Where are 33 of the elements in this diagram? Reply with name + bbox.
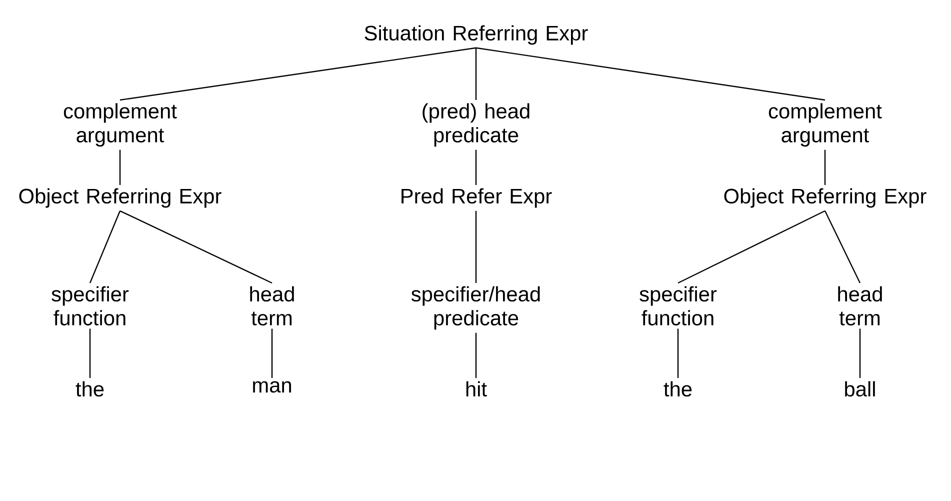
tree-label: (pred) head predicate: [422, 103, 530, 147]
tree-branch: [89, 328, 91, 378]
tree-branch: [475, 150, 477, 185]
tree-label: Situation Referring Expr: [364, 25, 588, 45]
tree-branch: [824, 150, 826, 185]
tree-branch: [120, 210, 272, 284]
tree-branch: [119, 150, 121, 185]
tree-branch: [475, 332, 477, 378]
tree-label: hit: [466, 381, 487, 396]
tree-label: Object Referring Expr: [724, 188, 926, 208]
tree-label: complement argument: [768, 103, 882, 147]
tree-branch: [475, 210, 477, 283]
tree-label: head term: [250, 286, 294, 326]
tree-label: head term: [838, 286, 882, 326]
tree-label: Pred Refer Expr: [402, 188, 552, 208]
tree-branch: [678, 210, 826, 284]
tree-branch: [475, 48, 477, 100]
tree-branch: [677, 328, 679, 378]
tree-branch: [824, 210, 861, 284]
tree-label: man: [253, 381, 291, 393]
tree-branch: [120, 47, 476, 101]
tree-branch: [476, 47, 826, 101]
tree-branch: [89, 210, 121, 284]
tree-label: specifier function: [640, 286, 717, 326]
tree-label: specifier function: [52, 286, 129, 326]
tree-label: Object Referring Expr: [19, 188, 222, 208]
tree-label: ball: [845, 381, 875, 397]
tree-branch: [271, 328, 273, 378]
tree-label: the: [76, 381, 104, 397]
tree-branch: [859, 328, 861, 378]
tree-label: complement argument: [64, 103, 177, 147]
tree-label: the: [664, 381, 692, 397]
tree-label: specifier/head predicate: [411, 286, 540, 330]
